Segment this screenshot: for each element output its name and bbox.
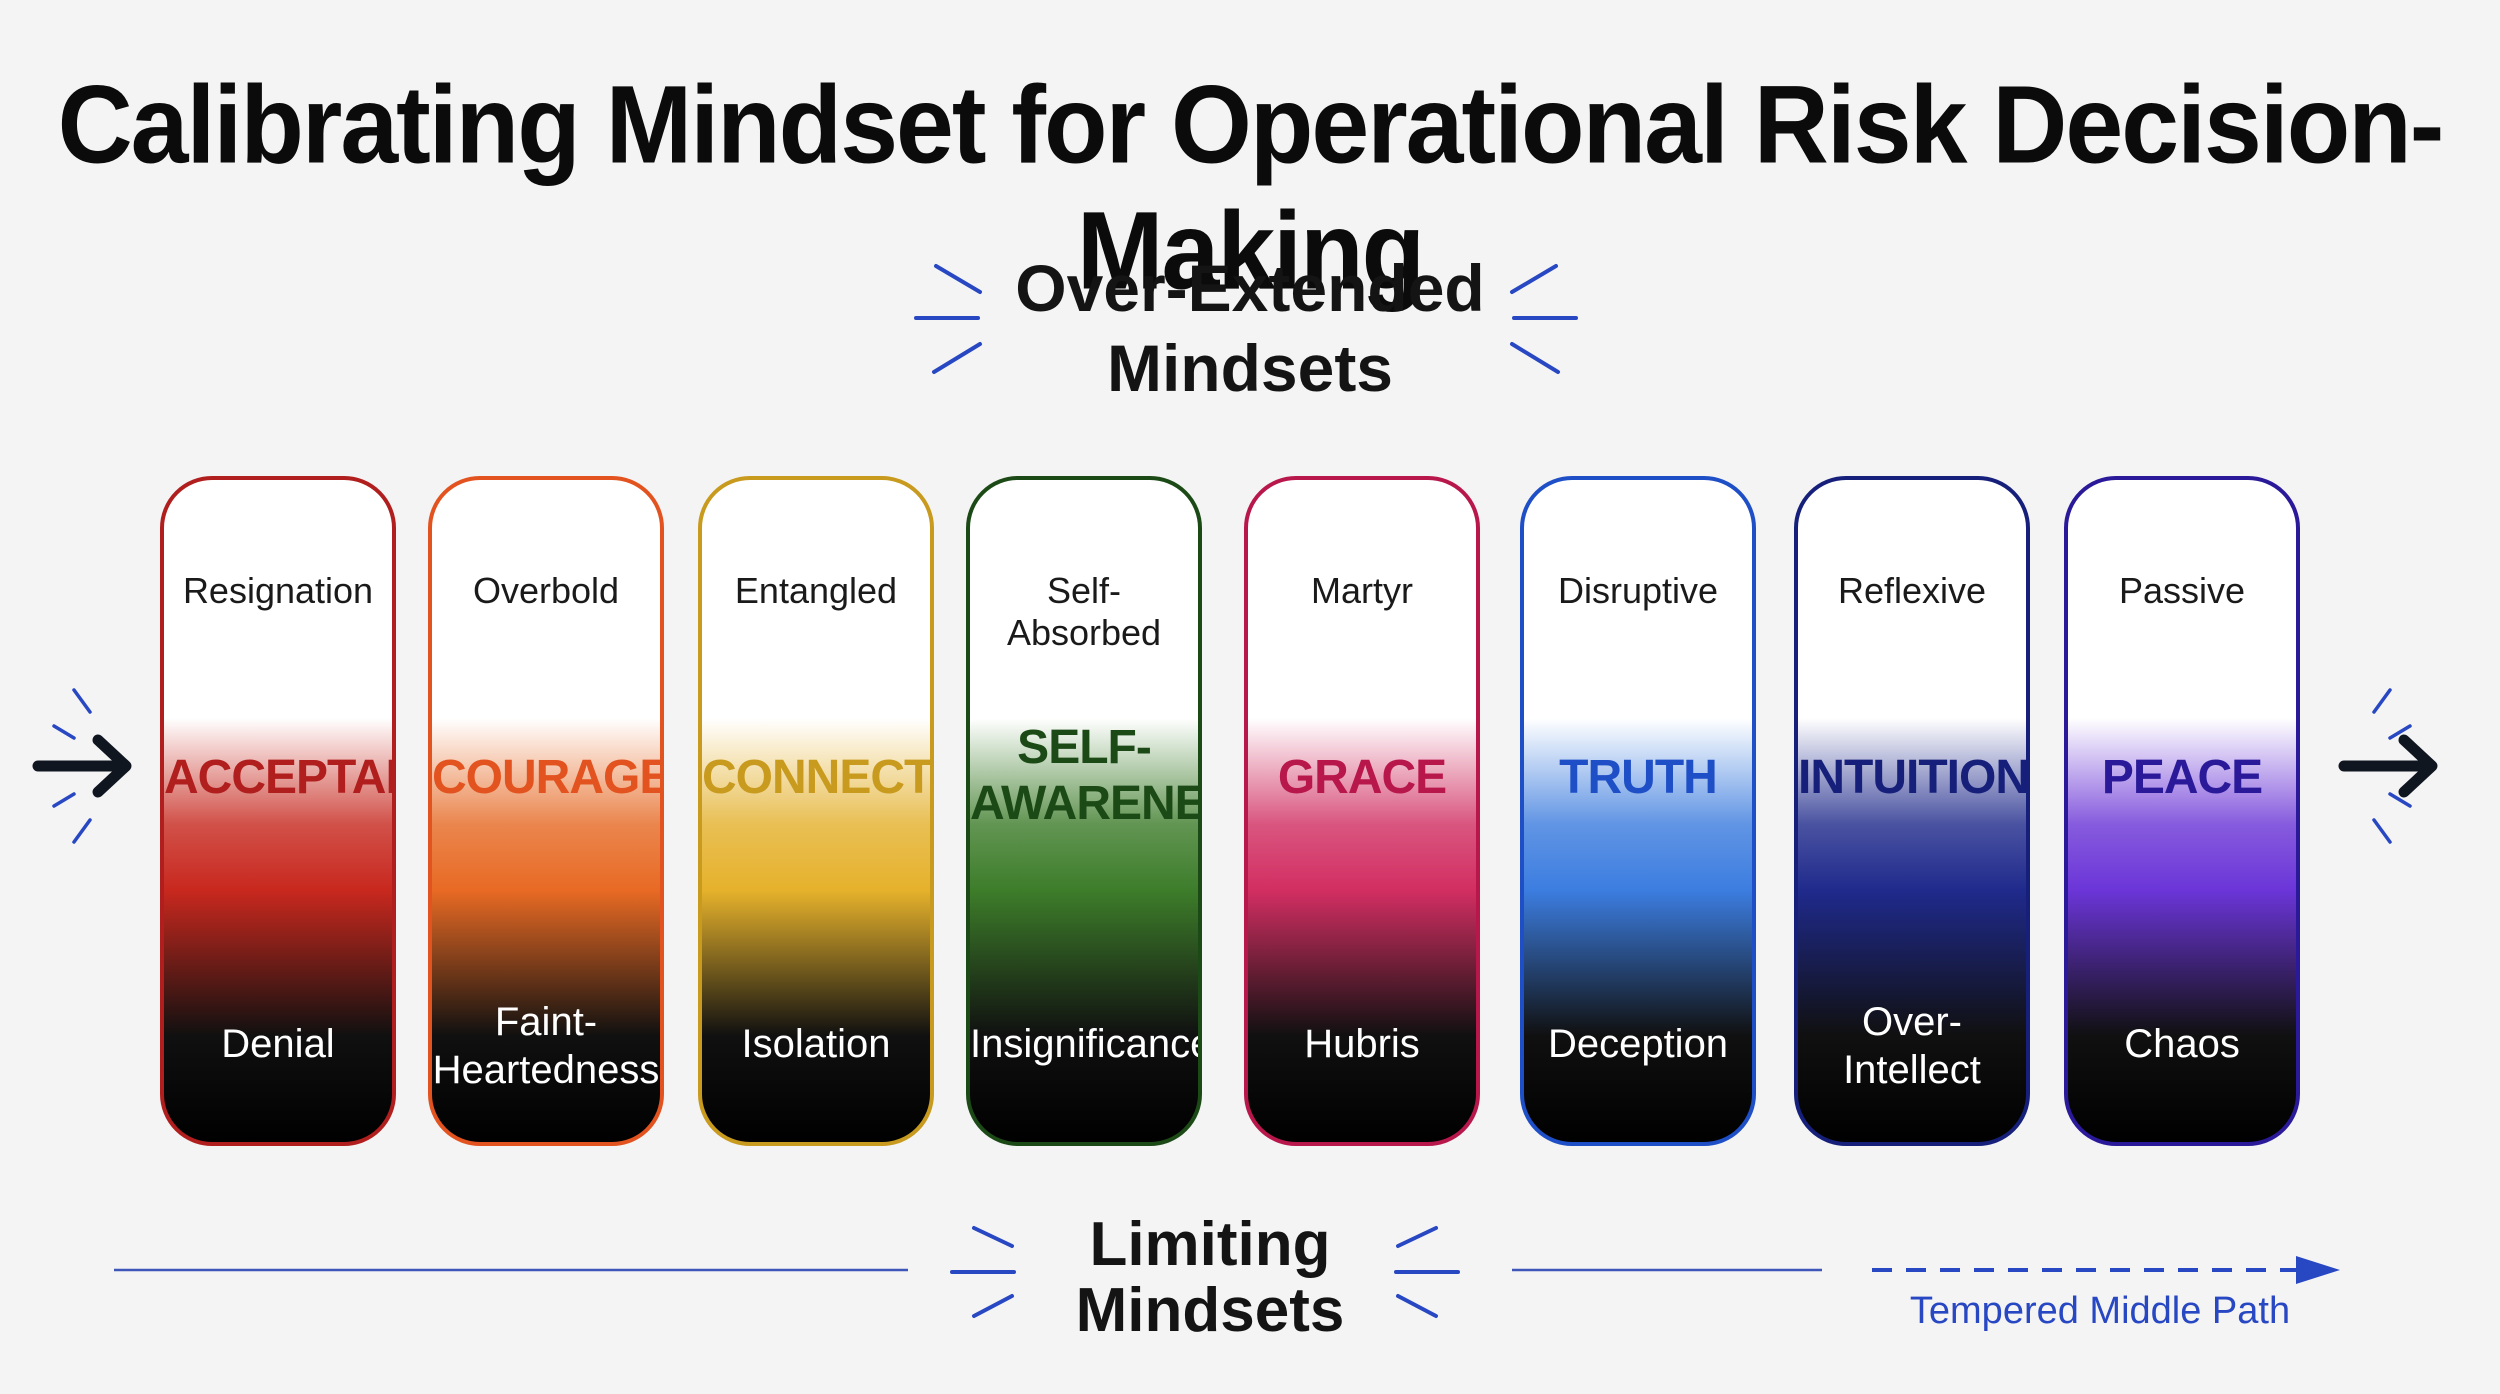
limiting-mindset-line: Hubris [1304,1022,1420,1066]
core-virtue-line: ACCEPTANCE [164,751,392,804]
over-extended-mindset: Reflexive [1837,570,1987,611]
limiting-mindset-line: Deception [1547,1022,1729,1066]
limiting-mindset: Over-Intellect [1798,998,2026,1094]
core-virtue: CONNECTION [702,750,930,806]
core-virtue-line: GRACE [1277,751,1447,804]
page-title: Calibrating Mindset for Operational Risk… [57,63,2445,314]
over-extended-heading: Over-Extended Mindsets [930,248,1570,408]
core-virtue-line: PEACE [2101,751,2263,804]
mindset-card: EntangledCONNECTION Isolation [698,476,934,1146]
limiting-mindset-line: Insignificance [970,1022,1202,1066]
limiting-mindset-line: Over- [1862,1000,1962,1044]
over-extended-mindset: Overbold [472,570,620,611]
core-virtue-line: INTUITION [1798,751,2029,804]
limiting-mindset: Chaos [2068,1020,2296,1068]
core-virtue: COURAGE [432,750,660,806]
over-extended-mindset: Self-Absorbed [1006,570,1162,653]
over-extended-mindset: Martyr [1311,570,1413,611]
core-virtue-line: COURAGE [432,751,664,804]
limiting-mindset: Hubris [1248,1020,1476,1068]
limiting-heading: Limiting Mindsets [1000,1212,1420,1344]
core-virtue: GRACE [1248,750,1476,806]
bottom-path-lines [114,1256,2340,1284]
limiting-mindset-line: Intellect [1843,1048,1981,1092]
limiting-mindset-line: Faint- [494,1000,598,1044]
limiting-line-2: Mindsets [1075,1276,1345,1345]
core-virtue: PEACE [2068,750,2296,806]
limiting-mindset-line: Heartedness [432,1048,660,1092]
core-virtue-line: CONNECTION [702,751,933,804]
core-virtue-line: SELF- [1017,721,1152,774]
limiting-mindset-line: Denial [221,1022,335,1066]
tempered-middle-path-label: Tempered Middle Path [1909,1290,2291,1332]
limiting-mindset: Insignificance [970,1020,1198,1068]
core-virtue: TRUTH [1524,750,1752,806]
over-extended-line-1: Over-Extended [1015,251,1485,325]
limiting-line-1: Limiting [1089,1210,1331,1279]
mindset-card: ResignationACCEPTANCE Denial [160,476,396,1146]
over-extended-mindset: Resignation [182,570,374,611]
limiting-mindset: Deception [1524,1020,1752,1068]
limiting-mindset-line: Chaos [2124,1022,2240,1066]
right-arrow-icon [2338,688,2438,844]
limiting-mindset: Faint-Heartedness [432,998,660,1094]
core-virtue: ACCEPTANCE [164,750,392,806]
left-arrow-icon [32,688,132,844]
burst-marks-bottom [950,1226,1460,1318]
burst-marks-top [914,264,1578,374]
over-extended-mindset: Entangled [734,570,898,611]
limiting-mindset: Isolation [702,1020,930,1068]
over-extended-mindset: Disruptive [1557,570,1719,611]
limiting-mindset: Denial [164,1020,392,1068]
over-extended-mindset: Passive [2118,570,2246,611]
core-virtue-line: AWARENESS [970,777,1198,830]
core-virtue: SELF-AWARENESS [970,720,1198,832]
core-virtue-line: TRUTH [1559,751,1718,804]
core-virtue: INTUITION [1798,750,2026,806]
limiting-mindset-line: Isolation [741,1022,891,1066]
over-extended-line-2: Mindsets [1106,331,1394,405]
